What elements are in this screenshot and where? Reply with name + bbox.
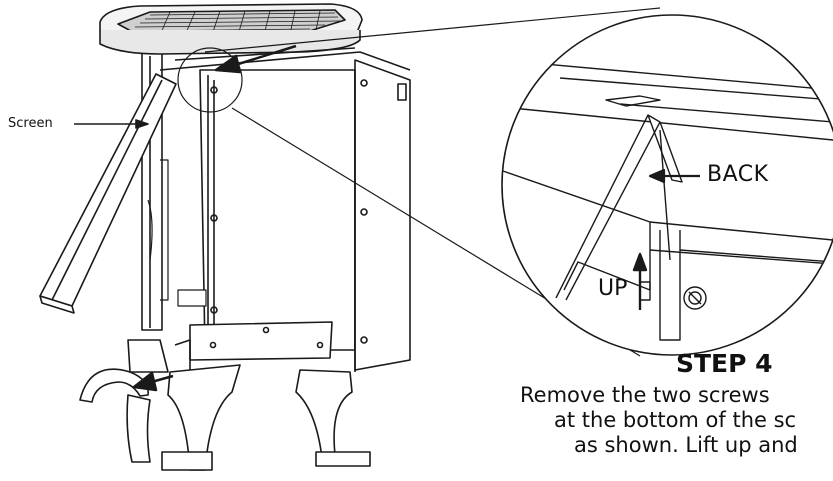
up-arrow — [632, 252, 648, 310]
screen-leader — [74, 119, 149, 129]
inner-parts — [147, 159, 207, 307]
instruction-line-1: Remove the two screws — [520, 383, 770, 407]
zoom-detail — [501, 14, 833, 356]
instruction-line-2: at the bottom of the sc — [554, 408, 797, 432]
screen-label: Screen — [8, 116, 53, 131]
screen-panel[interactable] — [39, 73, 177, 314]
handle — [79, 339, 169, 403]
step-instructions: Remove the two screws at the bottom of t… — [520, 383, 833, 458]
base-bracket — [174, 321, 333, 373]
top-grille-plate — [99, 3, 363, 55]
direction-arrows — [132, 44, 297, 392]
cabinet-body — [199, 59, 411, 372]
stove-legs — [126, 364, 371, 471]
step-title: STEP 4 — [676, 349, 773, 378]
back-label: BACK — [707, 162, 769, 187]
instruction-line-3: as shown. Lift up and — [574, 433, 798, 457]
up-label: UP — [598, 276, 628, 301]
back-arrow — [648, 168, 700, 184]
